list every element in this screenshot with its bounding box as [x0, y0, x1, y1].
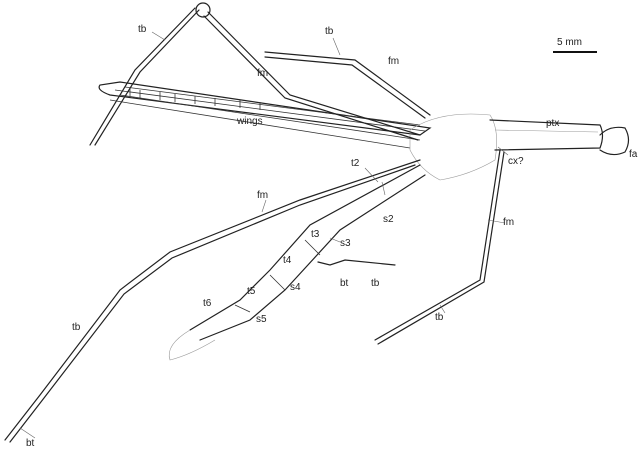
- label-tb: tb: [325, 26, 334, 37]
- scale-bar-label: 5 mm: [557, 37, 582, 48]
- middle-leg: [4, 159, 421, 443]
- abdomen: [168, 164, 426, 361]
- label-fm: fm: [257, 68, 268, 79]
- label-tb: tb: [435, 312, 444, 323]
- label-s4: s4: [290, 282, 301, 293]
- label-tb: tb: [72, 322, 81, 333]
- hind-leg: [374, 149, 505, 345]
- front-legs: [89, 2, 431, 146]
- label-t5: t5: [247, 286, 256, 297]
- label-s5: s5: [256, 314, 267, 325]
- label-tb: tb: [371, 278, 380, 289]
- label-cx: cx?: [508, 156, 524, 167]
- label-t4: t4: [283, 255, 292, 266]
- label-bt: bt: [340, 278, 349, 289]
- label-t3: t3: [311, 229, 320, 240]
- label-t2: t2: [351, 158, 360, 169]
- head: [599, 126, 630, 156]
- label-fm: fm: [503, 217, 514, 228]
- label-fa: fa: [629, 149, 638, 160]
- thorax: [409, 113, 630, 181]
- wings: [98, 81, 432, 149]
- label-bt: bt: [26, 438, 35, 449]
- label-s3: s3: [340, 238, 351, 249]
- label-s2: s2: [383, 214, 394, 225]
- label-wings: wings: [236, 116, 263, 127]
- label-leaders: [19, 31, 509, 439]
- label-tb: tb: [138, 24, 147, 35]
- label-fm: fm: [388, 56, 399, 67]
- label-t6: t6: [203, 298, 212, 309]
- label-ptx: ptx: [546, 118, 559, 129]
- label-fm: fm: [257, 190, 268, 201]
